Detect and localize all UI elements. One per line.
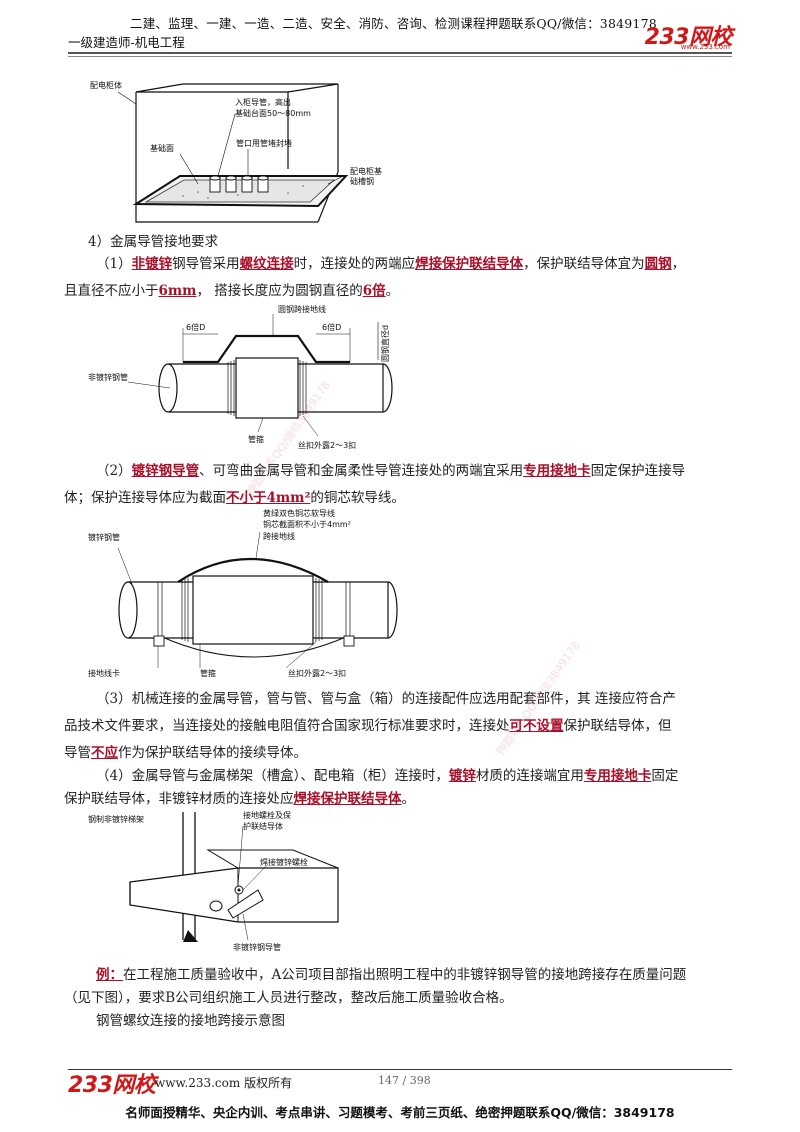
figure-cabinet: 配电柜体 入柜导管，高出 基础台面50～80mm 基础面 管口用管堵封堵 配电柜… xyxy=(88,74,408,230)
fig1-label-height: 基础台面50～80mm xyxy=(235,108,311,118)
fig2-label-6d-right: 6倍D xyxy=(322,322,341,332)
fig3-label-jumper: 跨接地线 xyxy=(263,531,295,541)
fig2-label-round-steel: 圆钢跨接地线 xyxy=(278,304,326,314)
fig1-label-cabinet: 配电柜体 xyxy=(90,80,122,90)
figure-tray-connection: 钢制非镀锌梯架 接地螺栓及保 护联结导体 焊接镀锌螺栓 非镀锌钢导管 xyxy=(88,810,388,959)
p2-text: 固定保护连接导 xyxy=(590,463,686,479)
footer-rule xyxy=(68,1069,732,1070)
fig3-label-wire2: 铜芯截面积不小于4mm² xyxy=(263,519,351,529)
fig1-label-channel2: 础槽钢 xyxy=(350,176,374,186)
p4-keyword-weld: 焊接保护联结导体 xyxy=(293,791,402,807)
p2-text: 的铜芯软导线。 xyxy=(310,490,405,506)
p4-text: 。 xyxy=(401,791,416,807)
p1-text: 。 xyxy=(385,283,400,299)
paragraph-3-line3: 导管不应作为保护联结导体的接续导体。 xyxy=(64,740,744,767)
p4-keyword-clamp: 专用接地卡 xyxy=(583,768,652,784)
fig4-label-bolt2: 护联结导体 xyxy=(243,821,283,831)
example-tag: 例： xyxy=(96,967,123,983)
p3-text: 导管 xyxy=(64,745,91,761)
p1-keyword-thread: 螺纹连接 xyxy=(239,256,294,272)
logo-url: www.233.com xyxy=(680,43,730,51)
fig2-label-coupling: 管箍 xyxy=(248,434,264,444)
paragraph-3-line2: 品技术文件要求，当连接处的接触电阻值符合国家现行标准要求时，连接处可不设置保护联… xyxy=(64,713,744,740)
example-text: （见下图），要求B公司组织施工人员进行整改，整改后施工质量验收合格。 xyxy=(64,990,513,1006)
fig1-label-channel1: 配电柜基 xyxy=(350,166,382,176)
figure-galvanized-clamp: 黄绿双色铜芯软导线 铜芯截面积不小于4mm² 跨接地线 镀锌钢管 接地线卡 管箍… xyxy=(88,508,418,684)
fig1-label-conduit: 入柜导管，高出 xyxy=(235,97,291,107)
logo-233: 233网校 xyxy=(644,25,733,50)
p4-text: 材质的连接端宜用 xyxy=(475,768,584,784)
p2-text: （2） xyxy=(96,463,132,479)
fig2-label-pipe: 非镀锌钢管 xyxy=(88,372,128,382)
p1-text: （1） xyxy=(96,256,132,272)
header-subject: 一级建造师-机电工程 xyxy=(68,35,185,50)
fig3-label-pipe: 镀锌钢管 xyxy=(88,532,120,542)
p1-keyword-6x: 6倍 xyxy=(362,283,386,299)
paragraph-4: （4）金属导管与金属梯架（槽盒）、配电箱（柜）连接时，镀锌材质的连接端宜用专用接… xyxy=(80,763,744,790)
footer-logo: 233网校 xyxy=(68,1073,156,1098)
p1-keyword-nongalvanized: 非镀锌 xyxy=(131,256,173,272)
p2-keyword-4mm2: 不小于4mm² xyxy=(226,490,311,506)
p1-keyword-6mm: 6mm xyxy=(158,283,197,299)
p1-keyword-roundsteel: 圆钢 xyxy=(644,256,672,272)
p4-keyword-galvanized: 镀锌 xyxy=(448,768,476,784)
fig4-label-weld: 焊接镀锌螺栓 xyxy=(260,857,308,867)
footer-copyright: www.233.com 版权所有 xyxy=(155,1076,293,1090)
header-course-line: 二建、监理、一建、一造、二造、安全、消防、咨询、检测课程押题联系QQ/微信：38… xyxy=(130,16,657,31)
p4-text: （4）金属导管与金属梯架（槽盒）、配电箱（柜）连接时， xyxy=(96,768,449,784)
p1-text: 且直径不应小于 xyxy=(64,283,159,299)
paragraph-2: （2）镀锌钢导管、可弯曲金属导管和金属柔性导管连接处的两端宜采用专用接地卡固定保… xyxy=(80,458,744,485)
fig4-label-bolt1: 接地螺栓及保 xyxy=(243,810,291,820)
footer-promo: 名师面授精华、央企内训、考点串讲、习题模考、考前三页纸、绝密押题联系QQ/微信：… xyxy=(125,1105,675,1120)
p1-text: ，保护联结导体宜为 xyxy=(523,256,645,272)
p1-text: ， xyxy=(671,256,686,272)
fig1-label-seal: 管口用管堵封堵 xyxy=(236,138,292,148)
example-caption: 钢管螺纹连接的接地跨接示意图 xyxy=(80,1008,744,1035)
paragraph-4-line2: 保护联结导体，非镀锌材质的连接处应焊接保护联结导体。 xyxy=(64,786,744,813)
p3-text: （3）机械连接的金属导管，管与管、管与盒（箱）的连接配件应选用配套部件，其 连接… xyxy=(96,691,676,707)
fig4-label-pipe: 非镀锌钢导管 xyxy=(233,942,281,952)
p3-keyword-shouldnot: 不应 xyxy=(91,745,118,761)
p2-keyword-galvanized: 镀锌钢导管 xyxy=(131,463,200,479)
fig3-label-clamp: 接地线卡 xyxy=(88,668,120,678)
p1-text: 钢导管采用 xyxy=(172,256,240,272)
p4-text: 固定 xyxy=(651,768,679,784)
fig1-label-base: 基础面 xyxy=(150,143,174,153)
section-title: 4）金属导管接地要求 xyxy=(88,234,219,250)
paragraph-3: （3）机械连接的金属导管，管与管、管与盒（箱）的连接配件应选用配套部件，其 连接… xyxy=(80,686,744,713)
p1-text: ， 搭接长度应为圆钢直径的 xyxy=(196,283,363,299)
example-paragraph: 例：在工程施工质量验收中，A公司项目部指出照明工程中的非镀锌钢导管的接地跨接存在… xyxy=(80,962,744,989)
p3-keyword-optional: 可不设置 xyxy=(509,718,564,734)
example-text: 在工程施工质量验收中，A公司项目部指出照明工程中的非镀锌钢导管的接地跨接存在质量… xyxy=(123,967,687,983)
p1-text: 时，连接处的两端应 xyxy=(293,256,416,272)
paragraph-1: （1）非镀锌钢导管采用螺纹连接时，连接处的两端应焊接保护联结导体，保护联结导体宜… xyxy=(80,251,740,278)
fig3-label-coupling: 管箍 xyxy=(200,668,216,678)
header-rule xyxy=(68,52,732,54)
figure-round-steel-jumper: 6倍D 圆钢跨接地线 6倍D 圆钢直径d 非镀锌钢管 管箍 丝扣外露2～3扣 xyxy=(88,302,418,458)
paragraph-1-line2: 且直径不应小于6mm， 搭接长度应为圆钢直径的6倍。 xyxy=(64,278,744,305)
example-caption-text: 钢管螺纹连接的接地跨接示意图 xyxy=(96,1013,285,1029)
page-number: 147 / 398 xyxy=(378,1074,431,1087)
fig3-label-thread: 丝扣外露2～3扣 xyxy=(288,668,346,678)
fig2-label-dia: 圆钢直径d xyxy=(380,325,390,362)
p4-text: 保护联结导体，非镀锌材质的连接处应 xyxy=(64,791,294,807)
header-rule-thin xyxy=(68,56,732,57)
p3-text: 作为保护联结导体的接续导体。 xyxy=(118,745,307,761)
p1-keyword-weld: 焊接保护联结导体 xyxy=(415,256,524,272)
fig4-label-tray: 钢制非镀锌梯架 xyxy=(88,814,144,824)
p3-text: 保护联结导体，但 xyxy=(563,718,672,734)
fig2-label-thread: 丝扣外露2～3扣 xyxy=(298,440,356,450)
p3-text: 品技术文件要求，当连接处的接触电阻值符合国家现行标准要求时，连接处 xyxy=(64,718,510,734)
paragraph-2-line2: 体；保护连接导体应为截面不小于4mm²的铜芯软导线。 xyxy=(64,485,744,512)
p2-keyword-clamp: 专用接地卡 xyxy=(523,463,591,479)
fig2-label-6d-left: 6倍D xyxy=(186,322,205,332)
p2-text: 体；保护连接导体应为截面 xyxy=(64,490,226,506)
p2-text: 、可弯曲金属导管和金属柔性导管连接处的两端宜采用 xyxy=(199,463,524,479)
example-paragraph-line2: （见下图），要求B公司组织施工人员进行整改，整改后施工质量验收合格。 xyxy=(64,985,744,1012)
fig3-label-wire1: 黄绿双色铜芯软导线 xyxy=(263,508,335,518)
